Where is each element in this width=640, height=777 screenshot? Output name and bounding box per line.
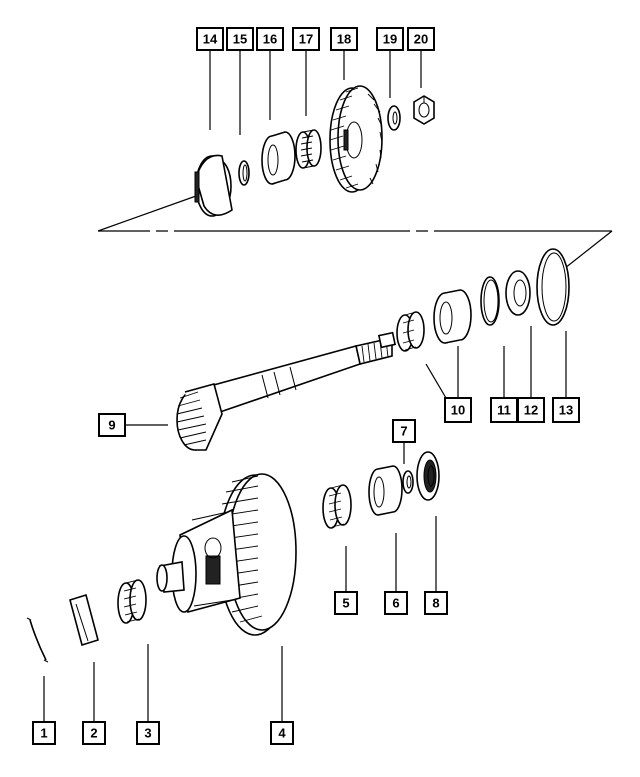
svg-text:6: 6: [392, 596, 399, 611]
svg-text:11: 11: [497, 403, 511, 418]
part-2-sleeve: [69, 593, 99, 647]
part-9-pinion-shaft: [176, 311, 425, 451]
callout-16: 16: [256, 27, 284, 51]
part-11-ring: [480, 276, 500, 326]
part-12-shim: [505, 270, 531, 316]
part-13-snap-ring: [536, 248, 570, 326]
svg-text:17: 17: [299, 32, 313, 47]
svg-text:13: 13: [559, 403, 573, 418]
group-bracket-lines: [97, 195, 613, 273]
part-19-washer: [387, 105, 401, 131]
part-18-gear: [329, 85, 383, 193]
part-3-roller-bearing: [117, 579, 147, 624]
part-8-seal: [416, 451, 440, 501]
svg-text:9: 9: [108, 418, 115, 433]
callout-10: 10: [444, 397, 472, 423]
part-7-ring: [402, 470, 414, 494]
callout-8: 8: [424, 591, 448, 615]
callout-3: 3: [136, 721, 160, 745]
part-17-roller-bearing: [295, 129, 322, 169]
callout-15: 15: [226, 27, 254, 51]
callout-9: 9: [98, 413, 126, 437]
svg-text:4: 4: [278, 726, 286, 741]
callout-14: 14: [196, 27, 224, 51]
svg-text:15: 15: [233, 32, 247, 47]
svg-text:10: 10: [451, 403, 465, 418]
svg-text:19: 19: [383, 32, 397, 47]
svg-text:8: 8: [432, 596, 439, 611]
part-16-bearing-cup: [261, 131, 296, 185]
callout-2: 2: [82, 721, 106, 745]
callout-17: 17: [292, 27, 320, 51]
callout-13: 13: [552, 397, 580, 423]
part-6-bearing-cup: [368, 465, 403, 516]
svg-text:3: 3: [144, 726, 151, 741]
svg-text:1: 1: [40, 726, 47, 741]
svg-text:5: 5: [342, 596, 349, 611]
svg-text:12: 12: [524, 403, 538, 418]
svg-text:20: 20: [414, 32, 428, 47]
callout-7: 7: [392, 419, 416, 443]
svg-text:7: 7: [400, 424, 407, 439]
part-20-nut: [413, 95, 435, 125]
leader-lines: [43, 50, 567, 722]
callout-1: 1: [32, 721, 56, 745]
callout-12: 12: [517, 397, 545, 423]
callout-6: 6: [384, 591, 408, 615]
svg-text:18: 18: [337, 32, 351, 47]
callout-11: 11: [490, 397, 518, 423]
svg-text:16: 16: [263, 32, 277, 47]
callout-18: 18: [330, 27, 358, 51]
part-1-snap-ring: [26, 617, 49, 663]
part-15-snap-ring: [238, 160, 250, 186]
svg-text:14: 14: [203, 32, 218, 47]
callout-19: 19: [376, 27, 404, 51]
callout-20: 20: [407, 27, 435, 51]
svg-text:2: 2: [90, 726, 97, 741]
part-4-differential: [156, 473, 297, 636]
callout-4: 4: [270, 721, 294, 745]
part-10-bearing-cup: [433, 289, 472, 344]
part-14-bearing: [194, 154, 233, 217]
callout-5: 5: [334, 591, 358, 615]
part-5-roller-bearing: [322, 484, 352, 529]
